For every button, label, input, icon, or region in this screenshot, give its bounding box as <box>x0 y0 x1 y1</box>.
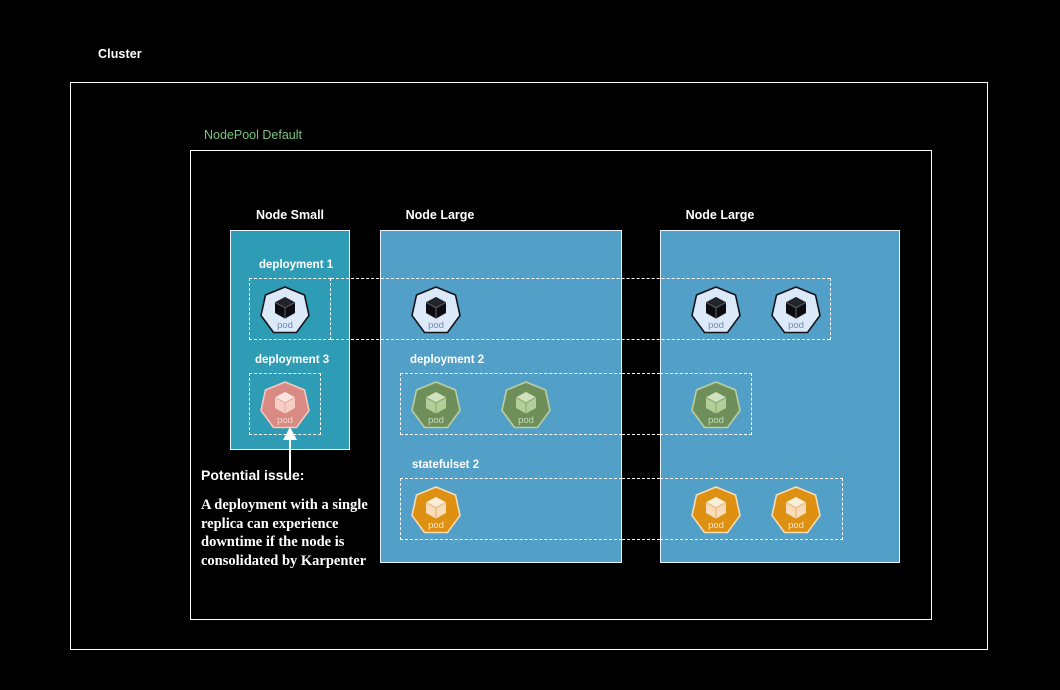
workload-label-deployment-1: deployment 1 <box>259 259 334 271</box>
nodepool-label: NodePool Default <box>204 128 302 142</box>
pod-deployment-3-1[interactable]: pod <box>259 380 311 432</box>
pod-deployment-2-2[interactable]: pod <box>500 380 552 432</box>
svg-text:pod: pod <box>428 320 444 331</box>
pod-text: pod <box>277 320 293 331</box>
pod-deployment-2-3[interactable]: pod <box>690 380 742 432</box>
pod-deployment-1-4[interactable]: pod <box>770 285 822 337</box>
pod-deployment-1-3[interactable]: pod <box>690 285 742 337</box>
svg-text:pod: pod <box>788 520 804 531</box>
node-title-node-large-1: Node Large <box>405 208 475 222</box>
svg-text:pod: pod <box>277 415 293 426</box>
workload-label-statefulset-2: statefulset 2 <box>412 459 480 471</box>
svg-text:pod: pod <box>428 415 444 426</box>
workload-label-deployment-2: deployment 2 <box>410 354 485 366</box>
pod-statefulset-2-2[interactable]: pod <box>690 485 742 537</box>
pod-statefulset-2-1[interactable]: pod <box>410 485 462 537</box>
annotation-body: A deployment with a single replica can e… <box>201 497 368 569</box>
annotation-title: Potential issue: <box>201 467 305 483</box>
node-title-node-large-2: Node Large <box>685 208 755 222</box>
svg-text:pod: pod <box>788 320 804 331</box>
cluster-boundary <box>70 82 988 650</box>
svg-text:pod: pod <box>518 415 534 426</box>
up-arrow-icon <box>275 425 305 473</box>
svg-text:pod: pod <box>708 415 724 426</box>
pod-statefulset-2-3[interactable]: pod <box>770 485 822 537</box>
pod-deployment-2-1[interactable]: pod <box>410 380 462 432</box>
cluster-label: Cluster <box>98 47 142 61</box>
pod-deployment-1-1[interactable]: pod <box>259 285 311 337</box>
svg-text:pod: pod <box>708 320 724 331</box>
workload-label-deployment-3: deployment 3 <box>255 354 330 366</box>
svg-text:pod: pod <box>708 520 724 531</box>
node-title-node-small: Node Small <box>255 208 325 222</box>
pod-deployment-1-2[interactable]: pod <box>410 285 462 337</box>
svg-text:pod: pod <box>428 520 444 531</box>
nodepool-boundary <box>190 150 932 620</box>
